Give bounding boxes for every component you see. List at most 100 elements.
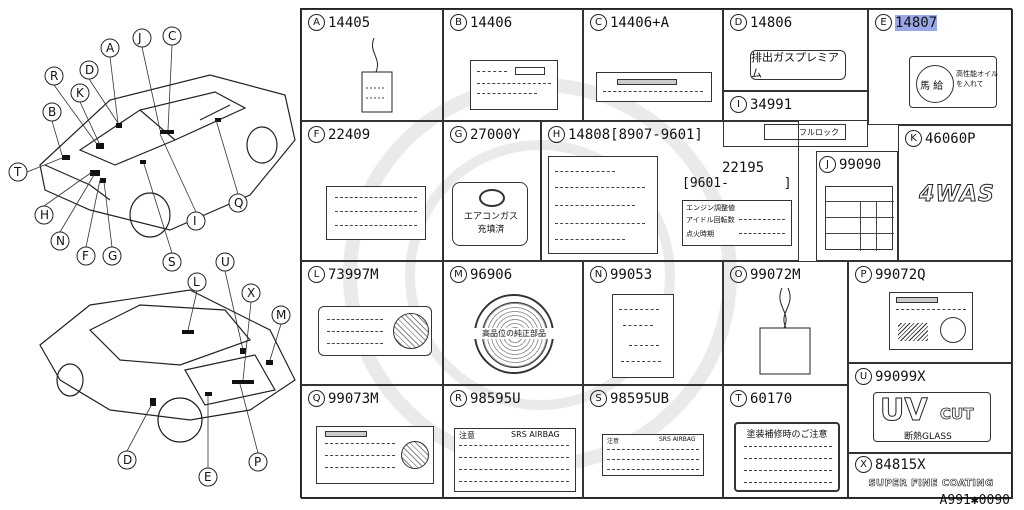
label-k-graphic: 4WAS [919,182,995,208]
label-r-graphic: 注意 SRS AIRBAG [454,428,576,492]
part-number-h-alt: 22195 [722,160,765,176]
label-m-text: 高品位の純正部品 [472,328,556,339]
label-h-row1: エンジン調整値 [686,204,735,212]
callout-i: I [193,214,197,228]
part-number-q: 99073M [328,390,379,407]
label-u-uv: UV [880,393,929,429]
label-h-row2: アイドル回転数 [686,216,735,224]
callout-g: G [108,249,118,263]
callout-u: U [221,255,230,269]
label-c-graphic [596,72,712,102]
callout-l: L [193,275,200,289]
leader-lines [26,44,282,468]
part-number-t: 60170 [750,390,793,407]
part-letter-j: J [819,156,836,173]
bottom-car-label-marks [150,330,273,406]
part-number-r: 98595U [470,390,521,407]
callout-d-rear: D [123,453,133,467]
callout-h: H [40,208,50,222]
part-letter-q: Q [308,390,325,407]
top-car-label-marks [62,118,221,183]
label-h-alt-graphic: エンジン調整値 アイドル回転数 点火時期 [682,200,792,246]
bottom-callouts [117,252,291,487]
label-j-graphic [825,186,894,251]
part-number-x: 84815X [875,456,926,473]
part-number-d: 14806 [750,14,793,31]
callout-n: N [56,234,65,248]
label-u-graphic: UV CUT 断熱GLASS [873,392,991,442]
label-u-cut: CUT [940,405,974,424]
label-u-sub: 断熱GLASS [904,432,952,442]
part-number-l: 73997M [328,266,379,283]
part-letter-s: S [590,390,607,407]
part-number-n: 99053 [610,266,653,283]
label-f-graphic [326,186,426,240]
part-letter-m: M [450,266,467,283]
callout-j: J [138,31,142,45]
label-b-graphic [470,60,558,110]
car-illustrations [8,26,296,487]
part-number-o: 99072M [750,266,801,283]
part-letter-i: I [730,96,747,113]
label-x-graphic: SUPER FINE COATING [868,478,994,490]
label-s-right: SRS AIRBAG [659,436,696,443]
part-number-f: 22409 [328,126,371,143]
label-h-graphic [548,156,658,254]
part-letter-x: X [855,456,872,473]
diagram-code: A991✱0090 [939,493,1010,508]
label-m-graphic: 高品位の純正部品 [472,294,556,374]
part-number-e[interactable]: 14807 [895,14,938,31]
label-n-graphic [612,294,674,378]
part-letter-u: U [855,368,872,385]
part-letter-f: F [308,126,325,143]
part-range-h-alt: [9601- ] [682,176,792,191]
part-number-u: 99099X [875,368,926,385]
label-l-graphic [318,306,432,356]
callout-t: T [14,165,22,179]
label-t-graphic: 塗装補修時のご注意 [734,422,840,492]
top-car-outline [39,74,296,238]
bottom-car-outline [39,289,296,443]
label-p-graphic [889,292,973,350]
label-g-graphic: エアコンガス 充填済 [452,182,528,246]
part-letter-e: E [875,14,892,31]
part-number-k: 46060P [925,130,976,147]
part-letter-g: G [450,126,467,143]
part-letter-a: A [308,14,325,31]
callout-e: E [204,470,212,484]
part-number-s: 98595UB [610,390,670,407]
part-number-j: 99090 [839,156,882,173]
label-g-text: エアコンガス 充填済 [463,212,518,235]
part-letter-n: N [590,266,607,283]
callout-r: R [50,69,59,83]
label-q-graphic [316,426,434,484]
callout-f: F [82,249,89,263]
top-callouts [8,26,248,272]
callout-k: K [76,86,84,100]
callout-m: M [276,308,287,322]
part-letter-h: H [548,126,565,143]
